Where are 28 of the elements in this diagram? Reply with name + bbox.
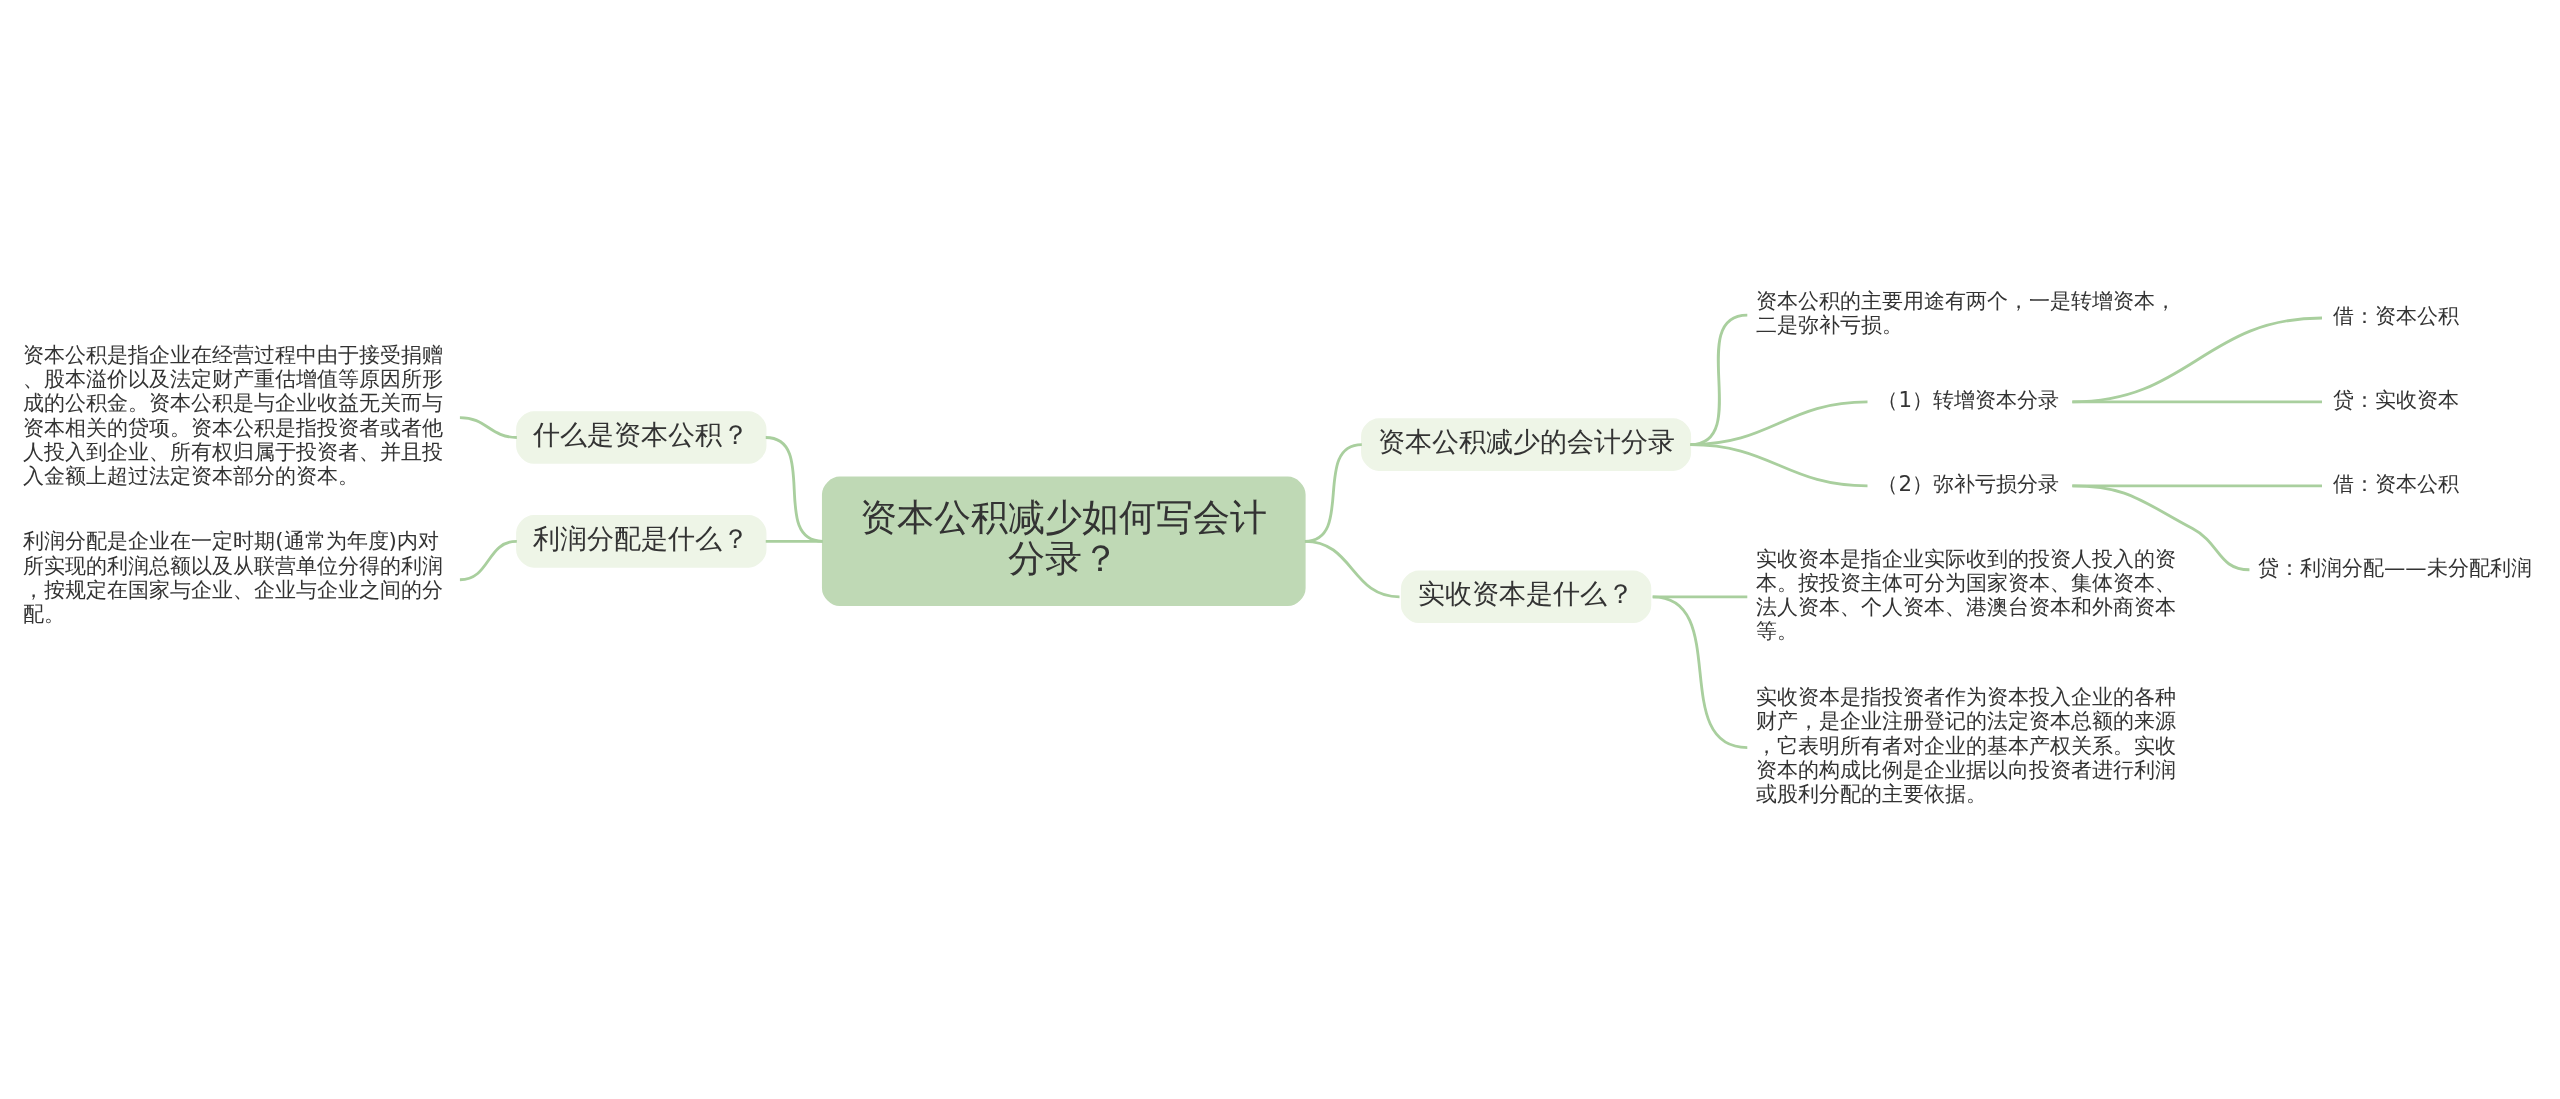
connector [1690,443,1868,488]
node-text: 资本公积是指企业在经营过程中由于接受捐赠、股本溢价以及法定财产重估增值等原因所形成的公积金。资本公积是与企业收益无关而与资本相关的贷项。资本公积是指投资者或者他人投入到企业、所有权归属于投资者、并且投入金额上超过法定资本部分的资本。 [23,342,444,488]
connector [1304,539,1400,599]
node-text: 贷：利润分配——未分配利润 [2257,554,2532,580]
connector [459,416,517,439]
node-text: 资本公积的主要用途有两个，一是转增资本，二是弥补亏损。 [1755,288,2176,338]
connector [765,436,823,543]
node-text: 实收资本是指企业实际收到的投资人投入的资本。按投资主体可分为国家资本、集体资本、法人资本、个人资本、港澳台资本和外商资本等。 [1755,545,2176,644]
connector [765,539,823,543]
connector [1652,595,1748,599]
node-box: 实收资本是什么？ [1400,570,1652,624]
node-text: 实收资本是指投资者作为资本投入企业的各种财产，是企业注册登记的法定资本总额的来源，它表明所有者对企业的基本产权关系。实收资本的构成比例是企业据以向投资者进行利润或股利分配的主要依据。 [1755,684,2176,806]
node-box: 资本公积减少如何写会计分录？ [821,476,1306,607]
connector [1652,595,1748,749]
connector [2072,316,2323,404]
node-text: 借：资本公积 [2332,470,2459,496]
node-text: （2）弥补亏损分录 [1877,470,2060,496]
node-text: （1）转增资本分录 [1877,386,2060,412]
connector [459,539,517,582]
node-box: 什么是资本公积？ [516,411,767,464]
node-text: 借：资本公积 [2332,302,2459,328]
node-box: 资本公积减少的会计分录 [1361,418,1692,471]
connector [2072,400,2322,404]
node-text: 利润分配是企业在一定时期(通常为年度)内对所实现的利润总额以及从联营单位分得的利润，按规定在国家与企业、企业与企业之间的分配。 [23,528,444,626]
connector [2072,484,2322,488]
node-text: 贷：实收资本 [2332,386,2459,412]
connector [2072,484,2250,572]
node-box: 利润分配是什么？ [516,515,767,568]
